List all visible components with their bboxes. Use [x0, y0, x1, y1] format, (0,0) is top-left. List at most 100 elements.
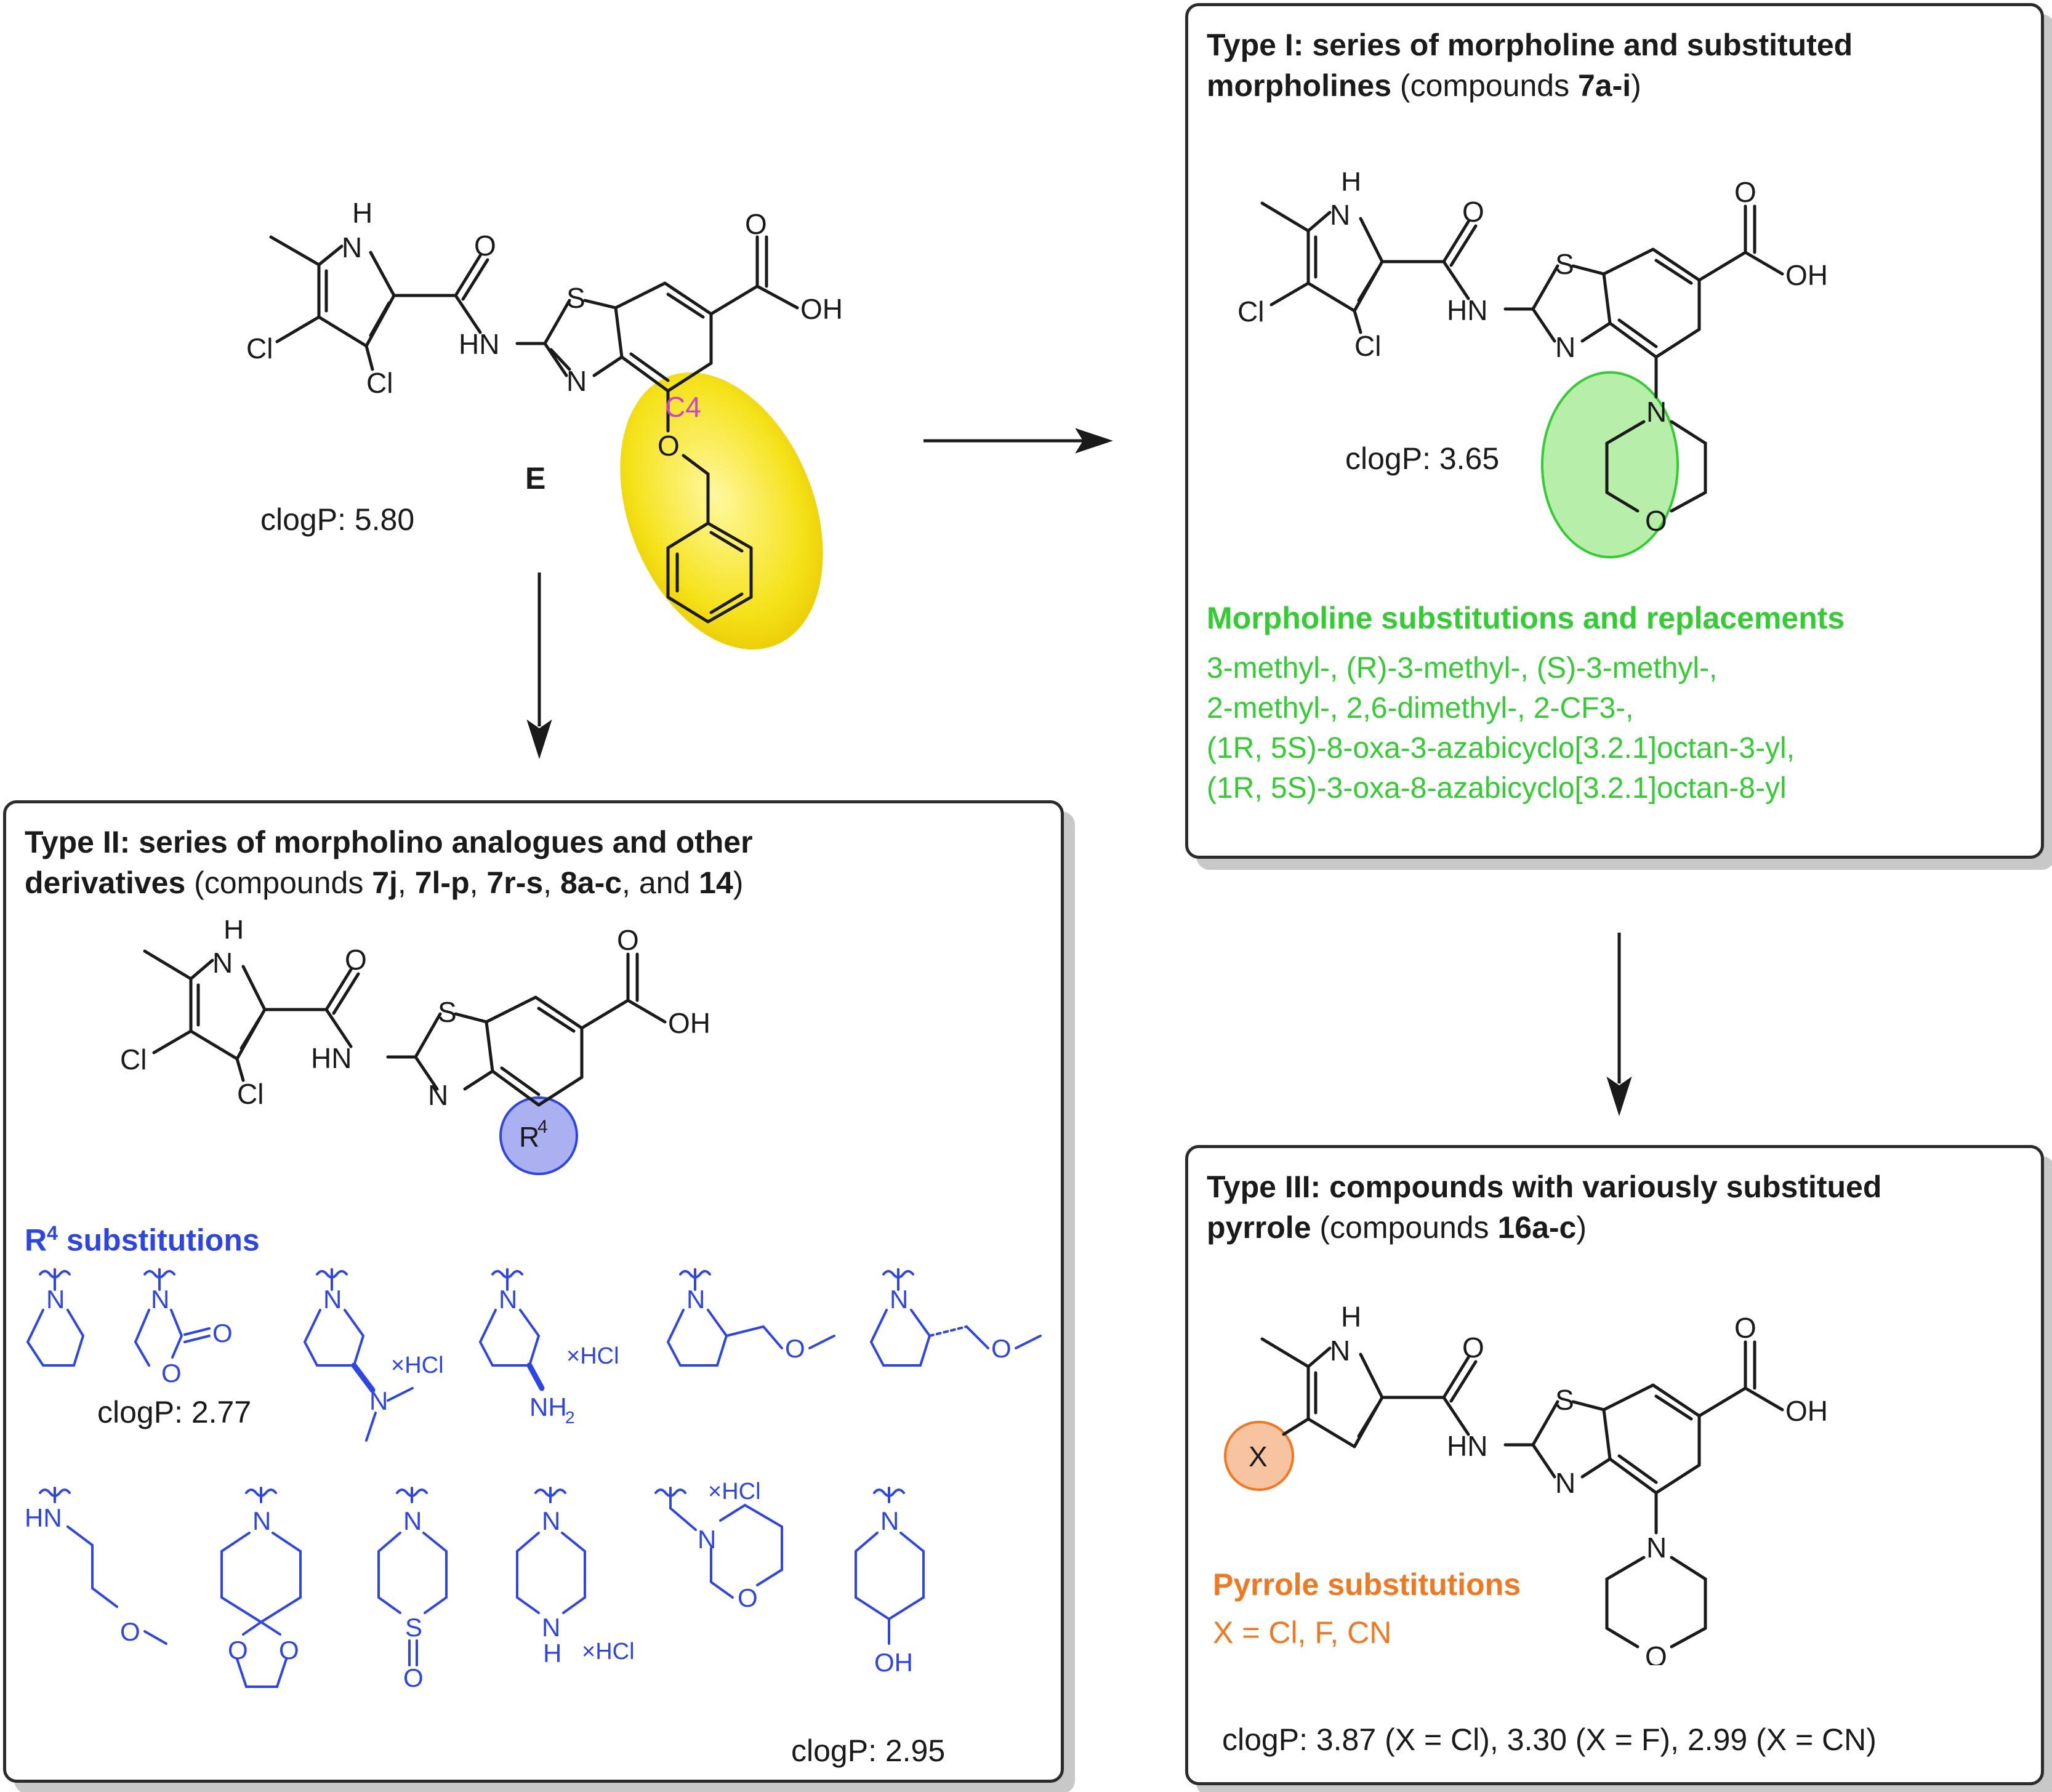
atom-o: O	[1462, 1332, 1484, 1364]
x-highlight	[1224, 1421, 1294, 1491]
atom-n: N	[1646, 1532, 1667, 1564]
c4-label: C4	[665, 391, 701, 423]
atom-n: N	[566, 365, 587, 397]
oxazolidinone-fragment	[134, 1268, 211, 1367]
atom-oh: OH	[668, 1007, 710, 1039]
r4-highlight	[499, 1096, 578, 1175]
atom-hn: HN	[1447, 294, 1487, 326]
type1-subs-line: (1R, 5S)-3-oxa-8-azabicyclo[3.2.1]octan-…	[1207, 772, 1787, 805]
atom-o: O	[738, 1583, 758, 1612]
methoxypropylamine-fragment	[39, 1487, 167, 1645]
type3-structure: H N X O HN S N O OH N O	[1224, 1301, 1828, 1665]
type2-clogp-a: clogP: 2.77	[97, 1395, 252, 1429]
atom-o: O	[745, 208, 767, 240]
atom-nh2: NH	[529, 1392, 567, 1421]
pyrrolidine-fragment	[26, 1268, 85, 1367]
atom-cl: Cl	[237, 1078, 264, 1110]
atom-s: S	[1555, 1384, 1574, 1416]
atom-n: N	[698, 1525, 716, 1554]
morpholinomethyl-fragment	[654, 1487, 783, 1599]
atom-h: H	[1341, 1301, 1361, 1333]
atom-n: N	[252, 1506, 271, 1535]
atom-hn: HN	[1447, 1430, 1487, 1462]
atom-oh: OH	[1785, 1395, 1828, 1427]
atom-cl: Cl	[1237, 295, 1264, 327]
atom-h: H	[543, 1639, 561, 1668]
aminopyrrolidine-fragment	[478, 1268, 545, 1391]
atom-n: N	[428, 1079, 448, 1111]
atom-o: O	[403, 1663, 424, 1692]
atom-o: O	[991, 1334, 1012, 1363]
type3-title: Type III: compounds with variously subst…	[1207, 1170, 1882, 1245]
atom-oh: OH	[874, 1648, 913, 1677]
type2-panel: Type II: series of morpholino analogues …	[3, 800, 1064, 1783]
type2-structure: H N Cl Cl O HN S N O OH R 4	[120, 920, 710, 1175]
atom-n: N	[403, 1506, 422, 1535]
atom-cl: Cl	[120, 1043, 147, 1075]
atom-n: N	[1555, 331, 1575, 363]
type1-subs-line: 3-methyl-, (R)-3-methyl-, (S)-3-methyl-,	[1207, 652, 1718, 685]
lead-compound-structure: H N Cl Cl O HN S N O OH O C4	[246, 197, 843, 650]
atom-o: O	[1734, 1312, 1756, 1344]
atom-n: N	[880, 1506, 899, 1535]
r4-substituents: N N O O N N ×HCl N NH 2 ×HCl N O N O HN …	[25, 1268, 1042, 1692]
salt-label: ×HCl	[708, 1479, 761, 1505]
atom-cl: Cl	[1354, 330, 1381, 362]
subscript-2: 2	[565, 1408, 575, 1427]
x-label: X	[1249, 1440, 1268, 1473]
atom-n: N	[542, 1506, 560, 1535]
methoxymethylpyrrolidine-stereo-fragment	[869, 1268, 1042, 1367]
type2-title: Type II: series of morpholino analogues …	[25, 825, 753, 900]
type2-clogp-b: clogP: 2.95	[791, 1734, 946, 1768]
salt-label: ×HCl	[582, 1639, 635, 1665]
atom-n: N	[369, 1386, 388, 1415]
atom-n: N	[890, 1285, 908, 1314]
atom-o: O	[1645, 1641, 1667, 1665]
thiomorpholine-oxide-fragment	[377, 1487, 448, 1666]
type1-panel: Type I: series of morpholine and substit…	[1185, 3, 2044, 859]
atom-o: O	[161, 1359, 182, 1388]
atom-h: H	[223, 920, 244, 945]
atom-hn: HN	[311, 1042, 352, 1074]
benzyl-highlight	[620, 372, 823, 650]
type1-structure: H N Cl Cl O HN S N O OH N O	[1237, 172, 1828, 558]
type3-subs-heading: Pyrrole substitutions	[1213, 1567, 1521, 1602]
atom-hn: HN	[25, 1503, 62, 1532]
salt-label: ×HCl	[391, 1352, 444, 1378]
atom-o: O	[785, 1334, 805, 1363]
atom-n: N	[1330, 199, 1350, 231]
atom-s: S	[1555, 248, 1574, 280]
atom-cl: Cl	[246, 332, 273, 364]
atom-oh: OH	[1785, 259, 1828, 291]
type3-subs-values: X = Cl, F, CN	[1213, 1615, 1392, 1650]
atom-o: O	[120, 1617, 140, 1646]
type1-clogp: clogP: 3.65	[1345, 441, 1500, 476]
type3-clogp: clogP: 3.87 (X = Cl), 3.30 (X = F), 2.99…	[1222, 1722, 1877, 1757]
type1-subs-heading: Morpholine substitutions and replacement…	[1207, 601, 1845, 635]
atom-n: N	[686, 1285, 705, 1314]
atom-n: N	[499, 1285, 517, 1314]
atom-s: S	[566, 282, 585, 314]
atom-n: N	[342, 231, 362, 263]
methoxymethylpyrrolidine-fragment	[666, 1268, 835, 1367]
atom-cl: Cl	[366, 367, 393, 399]
atom-o: O	[474, 230, 496, 262]
morpholine-highlight	[1541, 371, 1679, 558]
atom-s: S	[438, 996, 457, 1028]
dimethylaminopyrrolidine-fragment	[303, 1268, 414, 1442]
r4-superscript: 4	[537, 1117, 548, 1137]
arrow-down-right	[1606, 933, 1632, 1117]
atom-h: H	[1341, 172, 1361, 197]
atom-o: O	[1734, 176, 1756, 208]
salt-label: ×HCl	[566, 1343, 619, 1369]
dioxaspirodecane-fragment	[220, 1487, 302, 1688]
arrow-right	[923, 428, 1113, 454]
atom-h: H	[352, 197, 372, 229]
type1-subs-line: (1R, 5S)-8-oxa-3-azabicyclo[3.2.1]octan-…	[1207, 732, 1795, 765]
atom-hn: HN	[459, 328, 499, 360]
atom-n: N	[1646, 396, 1667, 428]
atom-o: O	[228, 1636, 248, 1665]
piperazine-fragment	[516, 1487, 586, 1614]
atom-o: O	[1645, 505, 1667, 537]
